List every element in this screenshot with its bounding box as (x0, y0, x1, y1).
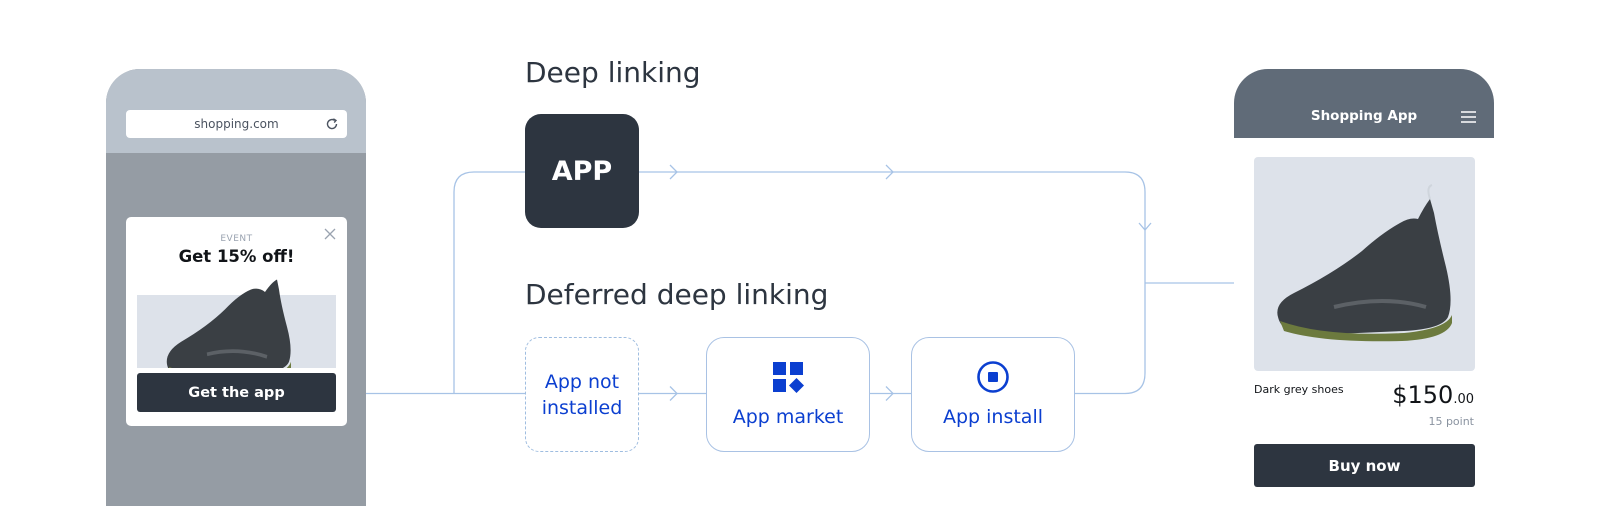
product-image (137, 279, 336, 368)
step-app-not-installed: App not installed (525, 337, 639, 452)
arrow-right-icon (885, 386, 894, 401)
step-app-market: App market (706, 337, 870, 452)
menu-icon[interactable] (1461, 111, 1476, 123)
shoe-image (1277, 184, 1452, 342)
arrow-right-icon (669, 164, 678, 180)
arrow-right-icon (669, 386, 678, 401)
app-box: APP (525, 114, 639, 228)
install-icon (977, 360, 1009, 393)
step-label: App market (732, 405, 844, 428)
step-label: App not installed (541, 370, 623, 419)
deep-linking-heading: Deep linking (525, 56, 701, 89)
product-name: Dark grey shoes (1254, 383, 1344, 396)
get-app-button[interactable]: Get the app (137, 373, 336, 412)
browser-bar: shopping.com (106, 69, 366, 153)
buy-now-button[interactable]: Buy now (1254, 444, 1475, 487)
promo-popup: EVENT Get 15% off! Get the app (126, 217, 347, 426)
shoe-image (166, 279, 291, 368)
app-title: Shopping App (1310, 108, 1418, 124)
address-bar-url: shopping.com (194, 117, 279, 131)
reload-icon[interactable] (325, 117, 339, 131)
app-market-icon (773, 361, 804, 393)
close-icon[interactable] (323, 227, 337, 241)
browser-phone: shopping.com EVENT Get 15% off! Get the … (106, 69, 366, 506)
product-price: $150.00 (1392, 381, 1474, 409)
arrow-down-icon (1138, 222, 1152, 231)
price-main: $150 (1392, 381, 1454, 409)
deferred-deep-linking-heading: Deferred deep linking (525, 278, 829, 311)
arrow-right-icon (885, 164, 894, 180)
price-cents: .00 (1453, 392, 1474, 407)
app-phone: Shopping App Dark grey shoes $150.00 15 … (1234, 69, 1494, 506)
popup-event-label: EVENT (220, 234, 253, 244)
step-app-install: App install (911, 337, 1075, 452)
reward-points: 15 point (1428, 415, 1474, 428)
popup-title: Get 15% off! (178, 247, 295, 266)
address-bar[interactable]: shopping.com (126, 110, 347, 138)
app-header: Shopping App (1234, 69, 1494, 138)
product-image (1254, 157, 1475, 371)
step-label: App install (942, 405, 1044, 428)
connector-line (453, 171, 525, 394)
